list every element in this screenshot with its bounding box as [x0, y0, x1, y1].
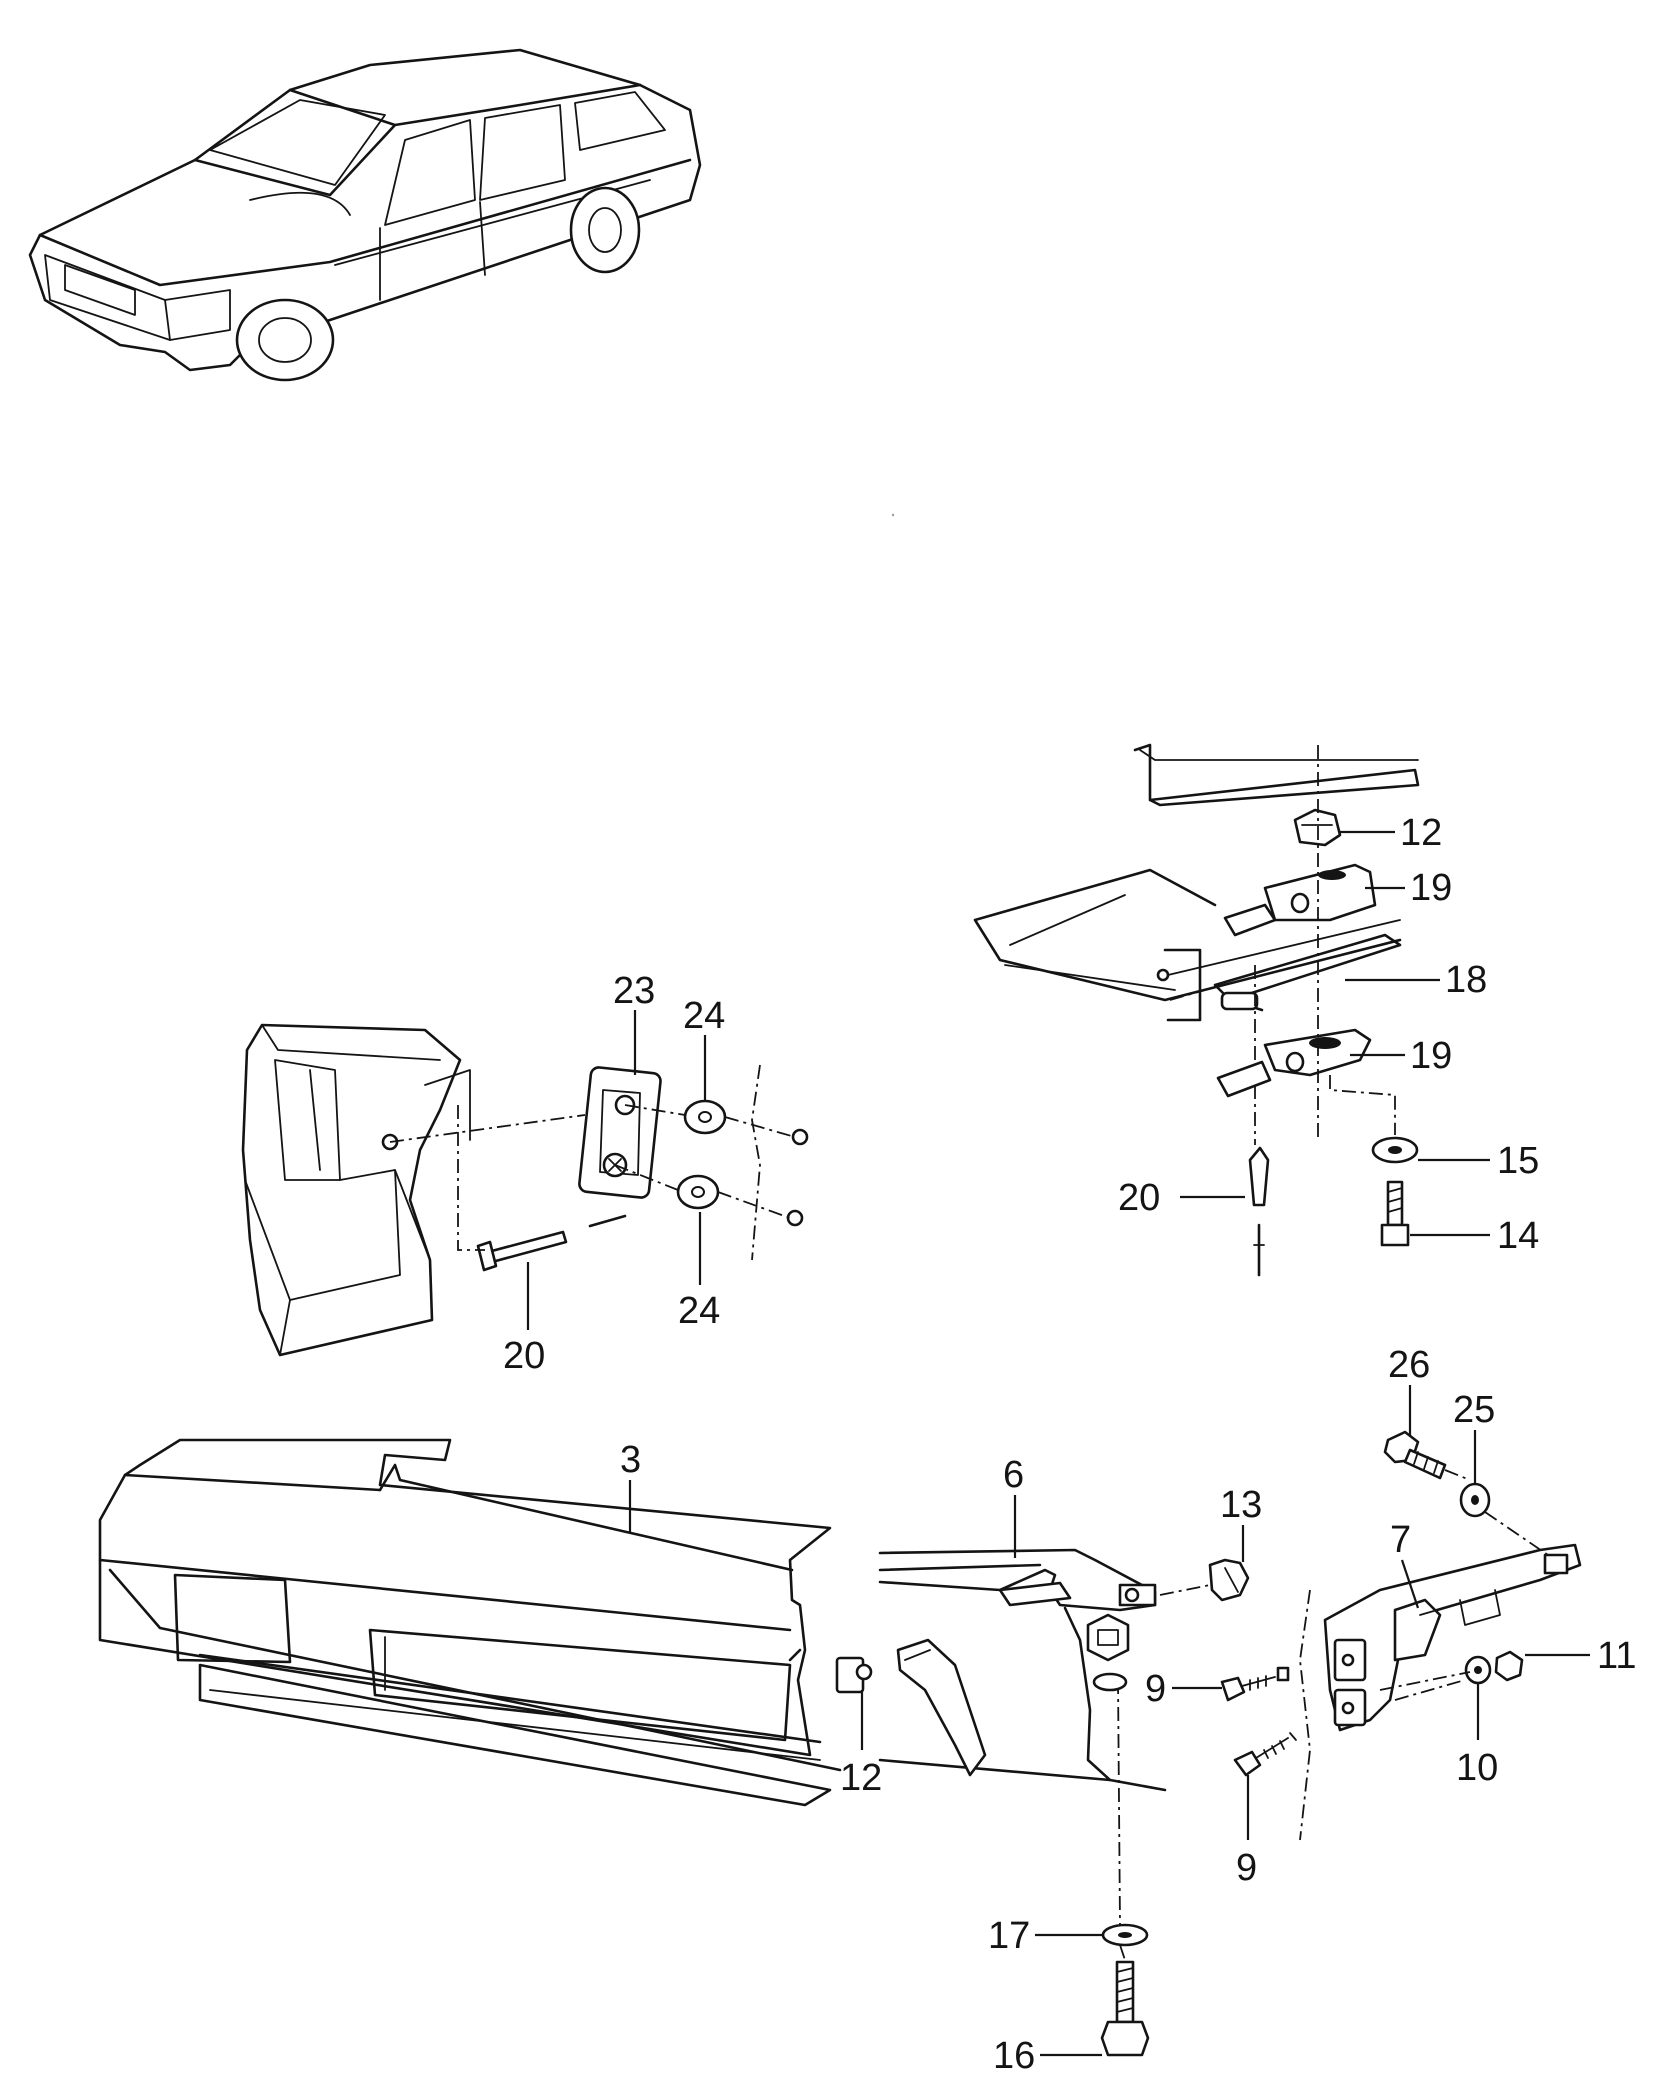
washer-17 — [1101, 1923, 1149, 1947]
callout-20-right: 20 — [1118, 1177, 1160, 1219]
callout-23: 23 — [613, 970, 655, 1012]
callout-12-top: 12 — [1400, 812, 1442, 854]
washer-10 — [1464, 1655, 1492, 1685]
mount-bracket-7 — [1323, 1543, 1582, 1732]
bolt-26 — [1383, 1430, 1447, 1480]
callout-6: 6 — [1003, 1454, 1024, 1496]
callout-20-left: 20 — [503, 1335, 545, 1377]
callout-10: 10 — [1456, 1747, 1498, 1789]
callout-12-bottom: 12 — [840, 1757, 882, 1799]
bracket-19-top — [1223, 863, 1377, 937]
screw-9-lower — [1233, 1732, 1297, 1777]
rivet-20-right — [1248, 1146, 1270, 1277]
bolt-14 — [1380, 1180, 1410, 1247]
callout-labels: 12 19 18 19 15 14 20 23 24 24 20 3 6 13 … — [503, 812, 1636, 2077]
clip-nut-12-bottom — [835, 1656, 873, 1694]
nut-11 — [1494, 1650, 1524, 1682]
callout-19-top: 19 — [1410, 867, 1452, 909]
clip-13 — [1208, 1558, 1250, 1602]
callout-19-bottom: 19 — [1410, 1035, 1452, 1077]
strap — [896, 1638, 987, 1777]
corner-bracket-assembly — [241, 1023, 471, 1357]
callout-24-bottom: 24 — [678, 1290, 720, 1332]
screw-9-upper — [1220, 1666, 1290, 1702]
bolt-16 — [1100, 1960, 1150, 2057]
mounting-plate-23 — [578, 1066, 662, 1199]
callout-15: 15 — [1497, 1140, 1539, 1182]
callout-14: 14 — [1497, 1215, 1539, 1257]
callout-9-lower: 9 — [1236, 1847, 1257, 1889]
callout-24-top: 24 — [683, 995, 725, 1037]
support-rail-6 — [878, 1548, 1167, 1792]
washer-25 — [1459, 1482, 1491, 1518]
callout-9-upper: 9 — [1145, 1668, 1166, 1710]
callout-3: 3 — [620, 1439, 641, 1481]
floor-panel-assembly — [973, 743, 1420, 1022]
callout-11: 11 — [1597, 1635, 1636, 1677]
car-illustration — [28, 48, 702, 382]
rivet-20-left — [476, 1214, 627, 1272]
callout-7: 7 — [1390, 1519, 1411, 1561]
callout-16: 16 — [993, 2035, 1035, 2077]
washer-15 — [1371, 1136, 1419, 1164]
hex-nut-bracket — [1086, 1613, 1130, 1662]
callout-18: 18 — [1445, 959, 1487, 1001]
callout-13: 13 — [1220, 1484, 1262, 1526]
callout-25: 25 — [1453, 1389, 1495, 1431]
callout-17: 17 — [988, 1915, 1030, 1957]
bracket-19-bottom — [1216, 1028, 1372, 1098]
callout-leaders — [526, 830, 1590, 2057]
callout-26: 26 — [1388, 1344, 1430, 1386]
washers-24 — [676, 1064, 809, 1261]
bumper-3 — [98, 1438, 842, 1807]
